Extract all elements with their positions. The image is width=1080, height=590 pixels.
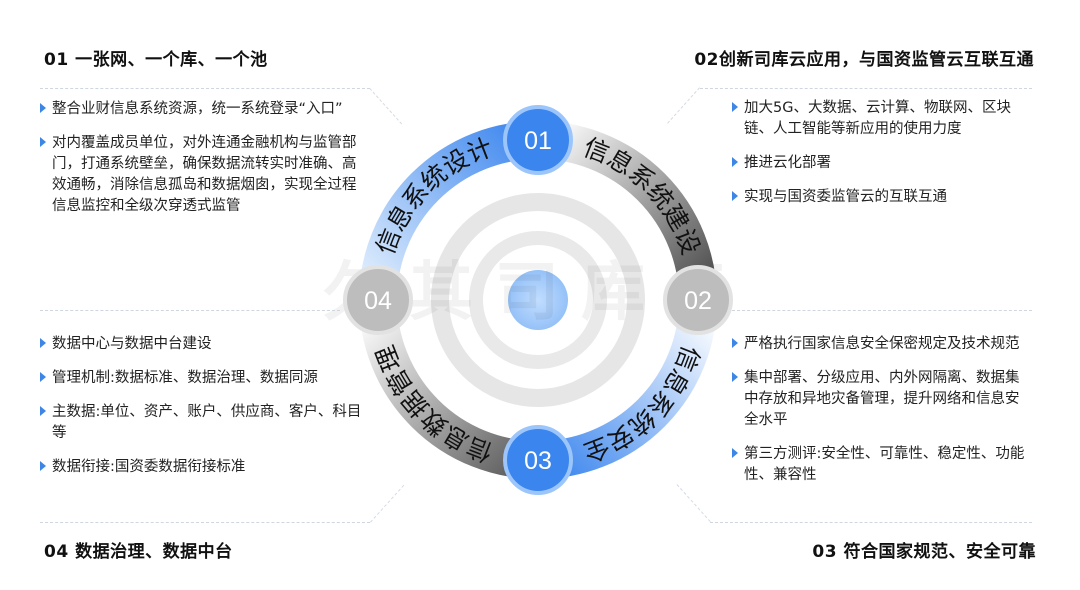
bullet-item: 数据衔接:国资委数据衔接标准 <box>40 457 370 478</box>
bullet-arrow-icon <box>732 157 738 167</box>
bullet-arrow-icon <box>732 191 738 201</box>
middle-right-divider <box>732 310 1032 311</box>
node-01 <box>503 105 573 175</box>
watermark-ring-inner <box>469 231 607 369</box>
bullet-item: 整合业财信息系统资源，统一系统登录“入口” <box>40 99 358 120</box>
bottom-left-divider <box>40 522 370 523</box>
arc-label-1: 信息系统设计 <box>370 132 496 258</box>
bullet-item: 严格执行国家信息安全保密规定及技术规范 <box>732 334 1032 355</box>
bullet-arrow-icon <box>40 137 46 147</box>
top-left-divider <box>40 88 370 89</box>
bullet-arrow-icon <box>732 372 738 382</box>
bullet-arrow-icon <box>732 102 738 112</box>
bullet-item: 主数据:单位、资产、账户、供应商、客户、科目等 <box>40 402 370 444</box>
bullet-item: 对内覆盖成员单位，对外连通金融机构与监管部门，打通系统壁垒，确保数据流转实时准确… <box>40 133 358 217</box>
bottom-right-divider <box>710 522 1032 523</box>
bullet-arrow-icon <box>40 406 46 416</box>
node-label-03: 03 <box>524 447 552 475</box>
heading-02: 02创新司库云应用，与国资监管云互联互通 <box>694 50 1034 70</box>
bullet-item: 推进云化部署 <box>732 153 1032 174</box>
middle-left-divider <box>40 310 340 311</box>
bullet-arrow-icon <box>732 338 738 348</box>
arc-label-3: 信息系统安全 <box>580 342 706 468</box>
bullet-list-03: 严格执行国家信息安全保密规定及技术规范 集中部署、分级应用、内外网隔离、数据集中… <box>732 334 1032 499</box>
bullet-item: 管理机制:数据标准、数据治理、数据同源 <box>40 368 370 389</box>
heading-01: 01 一张网、一个库、一个池 <box>44 50 268 70</box>
node-label-04: 04 <box>364 287 392 315</box>
bullet-arrow-icon <box>732 448 738 458</box>
node-02 <box>663 265 733 335</box>
bullet-item: 加大5G、大数据、云计算、物联网、区块链、人工智能等新应用的使用力度 <box>732 98 1032 140</box>
heading-04: 04 数据治理、数据中台 <box>44 542 233 562</box>
node-04 <box>343 265 413 335</box>
bullet-item: 第三方测评:安全性、可靠性、稳定性、功能性、兼容性 <box>732 444 1032 486</box>
bullet-list-02: 加大5G、大数据、云计算、物联网、区块链、人工智能等新应用的使用力度 推进云化部… <box>732 98 1032 221</box>
arc-label-2: 信息系统建设 <box>580 132 706 258</box>
bullet-arrow-icon <box>40 338 46 348</box>
bullet-list-04: 数据中心与数据中台建设 管理机制:数据标准、数据治理、数据同源 主数据:单位、资… <box>40 334 370 491</box>
bullet-item: 数据中心与数据中台建设 <box>40 334 370 355</box>
bullet-arrow-icon <box>40 372 46 382</box>
heading-03: 03 符合国家规范、安全可靠 <box>812 542 1036 562</box>
node-label-01: 01 <box>524 127 552 155</box>
bullet-item: 集中部署、分级应用、内外网隔离、数据集中存放和异地灾备管理，提升网络和信息安全水… <box>732 368 1032 431</box>
bullet-arrow-icon <box>40 461 46 471</box>
arc-label-4: 信息数据管理 <box>370 342 496 468</box>
bullet-arrow-icon <box>40 103 46 113</box>
bullet-list-01: 整合业财信息系统资源，统一系统登录“入口” 对内覆盖成员单位，对外连通金融机构与… <box>40 99 358 230</box>
node-03 <box>503 425 573 495</box>
top-right-divider <box>700 88 1032 89</box>
bullet-item: 实现与国资委监管云的互联互通 <box>732 187 1032 208</box>
watermark-ring-outer <box>431 193 645 407</box>
center-dot <box>508 270 568 330</box>
node-label-02: 02 <box>684 287 712 315</box>
